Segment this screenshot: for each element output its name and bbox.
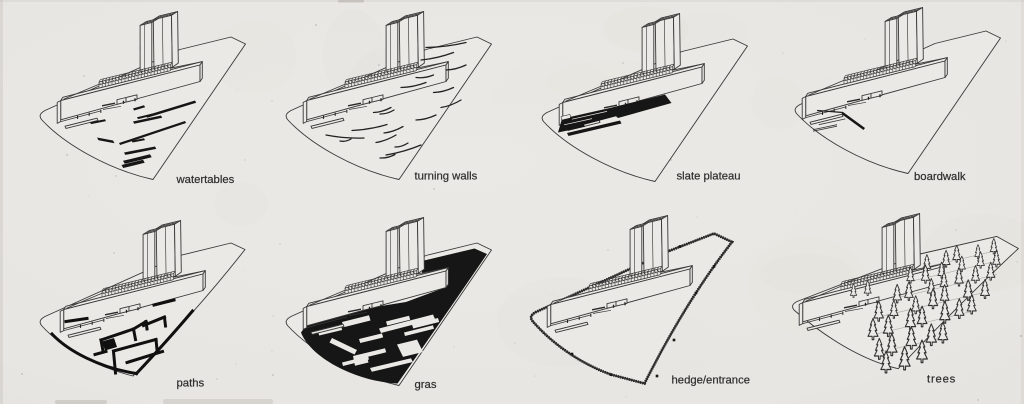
svg-text:gras: gras [415, 379, 437, 391]
svg-text:slate plateau: slate plateau [677, 171, 741, 183]
svg-text:watertables: watertables [176, 174, 235, 186]
svg-text:turning walls: turning walls [415, 171, 478, 183]
svg-text:hedge/entrance: hedge/entrance [672, 375, 751, 387]
svg-text:boardwalk: boardwalk [914, 171, 966, 183]
svg-text:trees: trees [927, 374, 956, 386]
svg-text:paths: paths [177, 378, 205, 390]
